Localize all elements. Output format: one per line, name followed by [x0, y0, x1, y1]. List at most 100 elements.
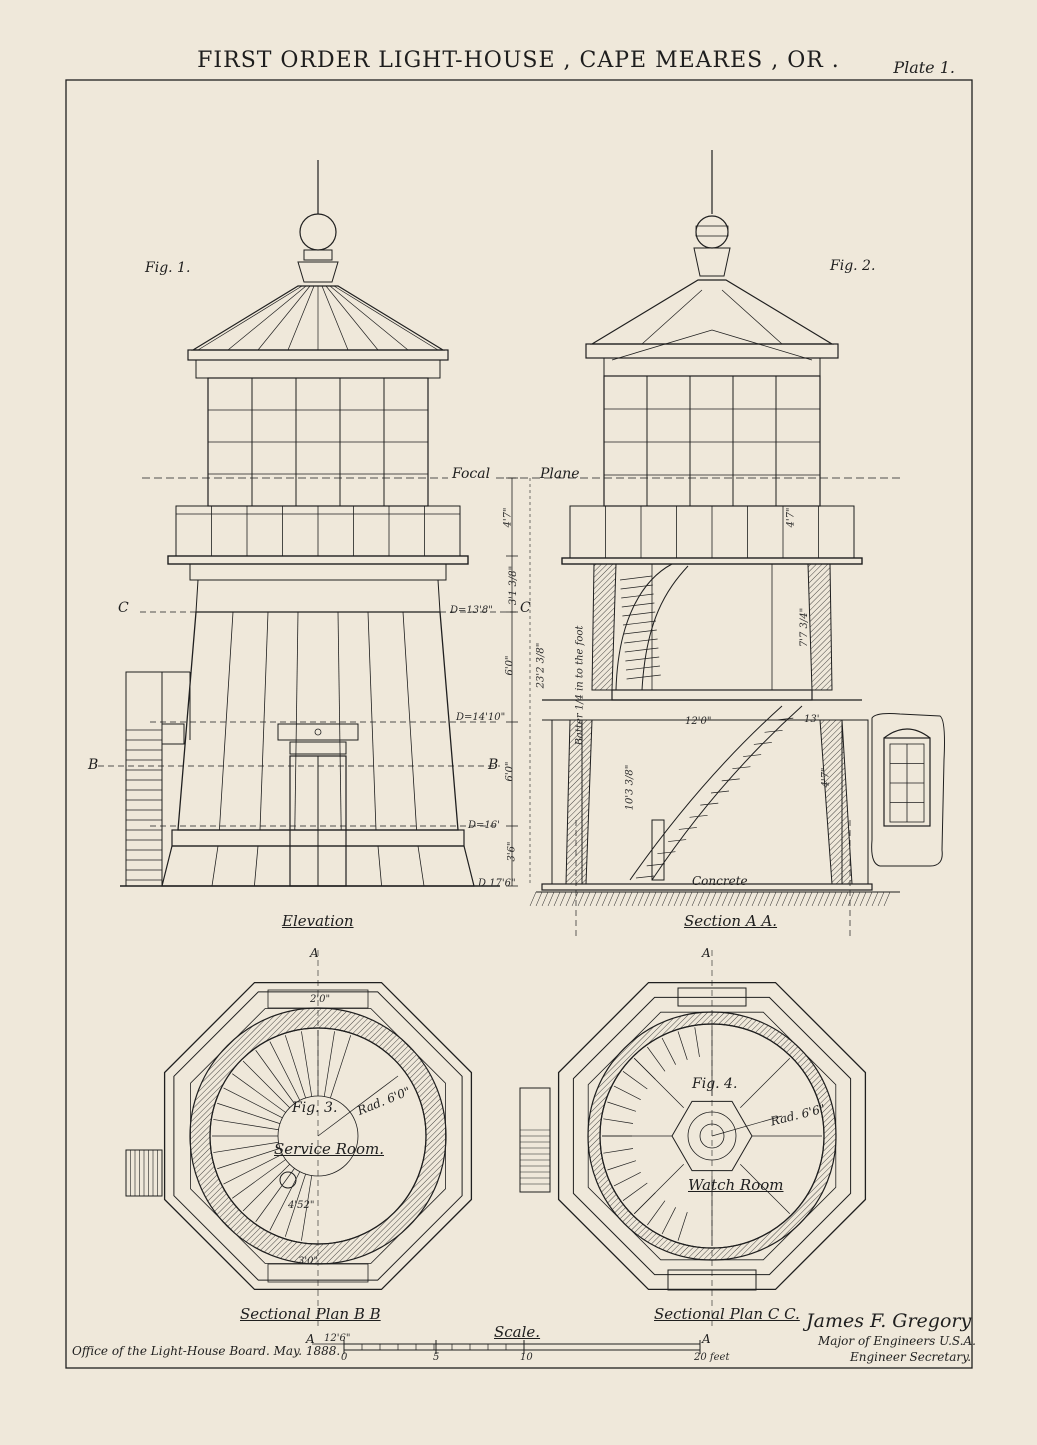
section-drawing — [700, 802, 719, 806]
height-total: 23'2 3/8" — [535, 642, 547, 689]
section-drawing — [646, 863, 665, 867]
plan-cc-drawing — [694, 1027, 700, 1058]
ground-hatching — [619, 891, 627, 907]
section-drawing — [695, 225, 729, 237]
elevation-drawing — [257, 285, 311, 351]
ground-hatching — [775, 891, 783, 907]
ground-hatching — [787, 891, 795, 907]
elevation-drawing — [294, 611, 299, 831]
plan-bb-drawing — [242, 1164, 290, 1212]
plan-bb-drawing — [267, 989, 369, 1009]
fig-4-label: Fig. 4. — [692, 1076, 738, 1092]
ground-hatching — [583, 891, 591, 907]
ground-hatching — [805, 891, 813, 907]
service-room-label: Service Room. — [274, 1140, 384, 1158]
elevation-drawing — [227, 285, 307, 351]
plan-cc-drawing — [661, 1207, 676, 1235]
signature: James F. Gregory — [806, 1310, 972, 1332]
ground-hatching — [835, 891, 843, 907]
caption-section-aa: Section A A. — [684, 912, 778, 930]
ground-hatching — [691, 891, 699, 907]
plan-cc-drawing — [633, 1192, 656, 1215]
scale-tick-10: 10 — [520, 1352, 533, 1363]
elevation-drawing — [333, 285, 439, 351]
ground-hatching — [883, 891, 891, 907]
height-6-0-upper: 6'0" — [504, 655, 516, 676]
ground-hatching — [847, 891, 855, 907]
elevation-drawing — [299, 213, 337, 251]
elevation-drawing — [402, 611, 417, 831]
elevation-drawing — [377, 845, 382, 887]
section-drawing — [541, 883, 873, 891]
fig-2-label: Fig. 2. — [830, 258, 876, 274]
section-drawing — [561, 557, 863, 565]
focal-label: Focal — [452, 466, 491, 482]
plan-cc-drawing — [677, 987, 747, 1007]
caption-plan-cc: Sectional Plan C C. — [654, 1305, 800, 1323]
section-drawing — [689, 814, 708, 818]
section-drawing — [710, 790, 730, 794]
section-b-left: B — [88, 757, 99, 773]
plan-cc-drawing — [647, 1046, 666, 1072]
plan-cc-drawing — [622, 1071, 648, 1090]
plan-bb-drawing — [267, 1263, 369, 1283]
plan-bb-drawing — [330, 1035, 352, 1099]
plan-bb-drawing — [284, 1035, 306, 1099]
section-drawing — [635, 875, 655, 879]
plan-cc-drawing — [740, 1164, 791, 1215]
ground-hatching — [793, 891, 801, 907]
section-drawing — [753, 742, 772, 745]
fig-3-label: Fig. 3. — [292, 1100, 338, 1116]
ground-hatching — [631, 891, 639, 907]
section-drawing — [764, 729, 783, 733]
ground-hatching — [703, 891, 711, 907]
office-note: Office of the Light-House Board. May. 18… — [72, 1344, 341, 1358]
scale-left-label: 12'6" — [324, 1333, 351, 1344]
ground-hatching — [859, 891, 867, 907]
elevation-drawing — [277, 723, 359, 741]
height-3-1: 3'1 3/8" — [508, 565, 520, 606]
plan-bb-drawing — [163, 981, 473, 1291]
section-drawing — [615, 563, 673, 691]
plan-bb-drawing — [217, 1102, 281, 1124]
plan-cc-drawing — [519, 1087, 551, 1193]
plan-bb-drawing — [301, 1031, 313, 1097]
fig-1-label: Fig. 1. — [145, 260, 191, 276]
section-drawing — [625, 665, 661, 671]
ground-hatching — [637, 891, 645, 907]
ground-hatching — [781, 891, 789, 907]
ground-hatching — [727, 891, 735, 907]
plan-bb-drawing — [269, 1171, 301, 1231]
caption-plan-bb: Sectional Plan B B — [240, 1305, 381, 1323]
section-dim-10-3: 10'3 3/8" — [624, 764, 636, 811]
ground-hatching — [853, 891, 861, 907]
elevation-drawing — [219, 611, 234, 831]
plan-bb-drawing — [213, 1141, 279, 1153]
elevation-drawing — [187, 349, 449, 361]
ground-hatching — [541, 891, 549, 907]
plate-number: Plate 1. — [893, 58, 955, 77]
ground-hatching — [685, 891, 693, 907]
ground-hatching — [553, 891, 561, 907]
ground-hatching — [661, 891, 669, 907]
ground-hatching — [649, 891, 657, 907]
elevation-drawing — [254, 845, 259, 887]
plan-dim-2-0: 2'0" — [310, 994, 331, 1005]
section-drawing — [641, 565, 689, 691]
scale-tick-5: 5 — [433, 1352, 440, 1363]
plan-cc-drawing — [740, 1057, 791, 1108]
ground-hatching — [715, 891, 723, 907]
plan-bb-drawing — [232, 1073, 286, 1113]
ground-hatching — [535, 891, 543, 907]
plan-bb-drawing — [255, 1050, 295, 1104]
plan-cc-a-top: A — [702, 946, 711, 960]
diameter-13-8: D=13'8" — [450, 605, 493, 616]
elevation-drawing — [314, 728, 322, 736]
elevation-drawing — [337, 611, 342, 831]
section-drawing — [626, 674, 661, 680]
plan-cc-drawing — [607, 1160, 637, 1171]
signature-title-2: Engineer Secretary. — [850, 1350, 972, 1364]
elevation-drawing — [211, 845, 219, 887]
